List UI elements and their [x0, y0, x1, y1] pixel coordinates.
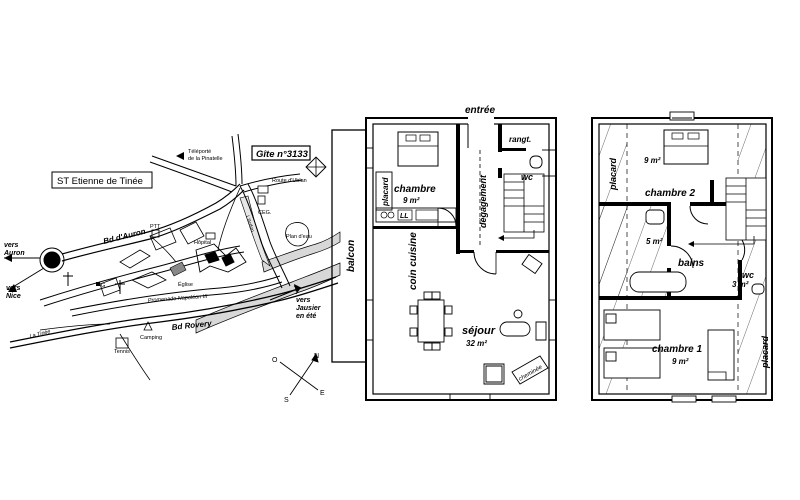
river-tinee: [195, 195, 341, 334]
g-label: G: [101, 283, 105, 289]
upper-stairs: [690, 177, 767, 245]
tennis-label: Tennis: [114, 349, 130, 355]
gite-label-box: [251, 145, 311, 161]
town-title-box: [51, 171, 153, 189]
map-roads: [4, 133, 339, 381]
location-map: ST Etienne de Tinée Gîte n°3133 Bd d'Aur…: [3, 133, 341, 404]
ll-label: LL: [400, 213, 409, 220]
church-cross-icon: [63, 272, 73, 286]
nice-arrow-icon: [8, 284, 17, 292]
wc-bowl: [529, 155, 543, 169]
plan-ground-floor: entrée placard chambre 9 m²: [331, 105, 557, 401]
coin-cuisine-label: coin cuisine: [408, 232, 419, 290]
road-bd-rovery: Bd Rovery: [171, 319, 212, 332]
chambre1-area: 9 m²: [672, 357, 689, 366]
telepherique-arrow-icon: [176, 152, 184, 160]
bathroom-fixtures: [629, 209, 765, 295]
upper-placard-right: placard: [760, 335, 770, 369]
auron-arrow-icon: [4, 254, 12, 262]
eglise-label: Église: [178, 281, 193, 288]
kitchen-counter: [375, 207, 457, 223]
compass-o: O: [272, 357, 278, 364]
ptt-label: PTT: [150, 224, 161, 230]
camping-tent-icon: [143, 321, 153, 331]
tennis-marker-icon: [115, 337, 129, 349]
chambre-area: 9 m²: [403, 196, 420, 205]
bains-label: bains: [678, 258, 705, 269]
camping-label: Camping: [140, 335, 162, 341]
bains-area: 5 m²: [646, 237, 663, 246]
living-furniture: [483, 253, 549, 385]
upper-wc-label: wc: [742, 270, 754, 280]
church-cross-icon: [115, 280, 125, 294]
telepherique-label: Téléporté de la Pinatelle: [188, 149, 223, 162]
ceg-marker-icon: [257, 195, 266, 205]
eglise-marker-icon: [169, 261, 187, 277]
ground-interior-walls: [373, 124, 549, 254]
ground-windows: [366, 147, 556, 400]
chambre-bed: [397, 131, 439, 167]
compass-s: S: [284, 397, 289, 404]
plan-upper-floor: placard 9 m² chambre 2 5 m² bains wc 3 m…: [591, 111, 773, 403]
dining-table: [409, 291, 453, 351]
road-promenade: Promenade Napoléon III: [148, 294, 208, 304]
plan-eau-label: Plan d'eau: [286, 234, 312, 240]
jausier-arrow-icon: [294, 284, 302, 292]
dir-vers-jausier: vers Jausier en été: [296, 297, 322, 320]
sejour-area: 32 m²: [466, 339, 487, 348]
placard-label: placard: [381, 176, 390, 207]
plan-eau-pond: [285, 222, 310, 247]
upper-wc-area: 3 m²: [732, 280, 749, 289]
map-symbols: [4, 152, 327, 349]
ptt-marker-icon: [151, 229, 160, 238]
balcon-label: balcon: [346, 240, 357, 272]
road-bd-auron: Bd d'Auron: [102, 227, 146, 246]
degagement-label: dégagement: [478, 174, 488, 228]
entree-label: entrée: [465, 105, 495, 116]
chambre-label: chambre: [394, 184, 436, 195]
placard-box: [375, 171, 393, 211]
sejour-label: séjour: [462, 325, 496, 337]
hopital-label: Hôpital: [194, 240, 211, 246]
ceg-label: CEG.: [258, 210, 272, 216]
route-ublan-label: Route d'Ublan: [272, 178, 307, 184]
river-tinee-label: La Tinée: [29, 329, 51, 340]
gite-location-icon: [305, 156, 327, 178]
wc-label: wc: [521, 172, 533, 182]
chambre1-label: chambre 1: [652, 344, 702, 355]
gite-label: Gîte n°3133: [256, 149, 309, 160]
g-marker-icon: [96, 282, 100, 286]
upper-windows: [669, 111, 737, 403]
ground-stairs: [500, 173, 545, 239]
cheminee-label: cheminée: [518, 364, 544, 383]
town-title: ST Etienne de Tinée: [57, 176, 143, 187]
compass-e: E: [320, 390, 325, 397]
chambre2-area: 9 m²: [644, 156, 661, 165]
upper-placard-left: placard: [608, 157, 618, 191]
dir-vers-nice: vers Nice: [6, 285, 22, 300]
gite-building-icon: [257, 185, 269, 194]
roundabout: [43, 251, 61, 269]
river-ardon-label: L'Ardon: [244, 215, 255, 233]
chambre2-bed: [663, 129, 709, 165]
dir-vers-auron: vers Auron: [3, 242, 25, 257]
chambre1-beds: [603, 309, 735, 381]
compass-rose: [279, 352, 319, 396]
compass-n: N: [314, 353, 319, 360]
rangt-label: rangt.: [509, 135, 531, 144]
hopital-marker-icon: [205, 232, 216, 240]
chambre2-label: chambre 2: [645, 188, 695, 199]
